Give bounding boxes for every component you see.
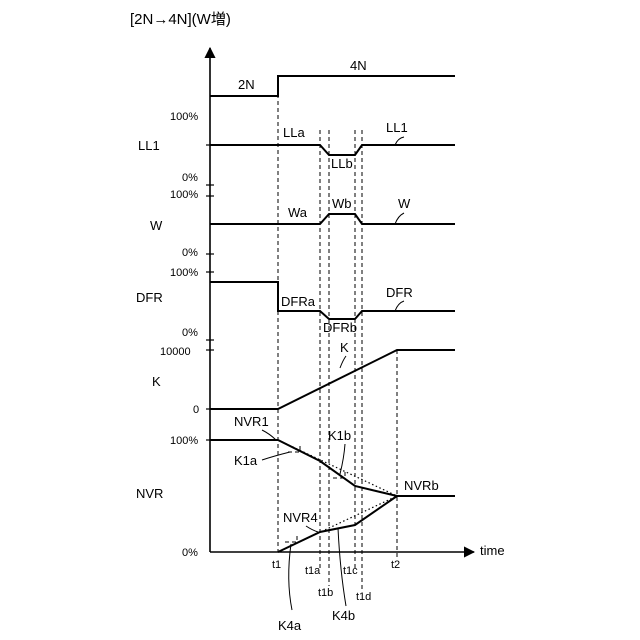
diagram-title: [2N→4N](W増): [130, 11, 231, 28]
row-dfr: 100% 0% DFR DFRa DFRb DFR: [136, 267, 455, 340]
mode-row: 2N 4N: [210, 58, 455, 96]
k4a-label: K4a: [278, 618, 302, 633]
k1b-label: K1b: [328, 428, 351, 443]
k1b-leader: [340, 444, 345, 474]
w-curve-label: W: [398, 196, 411, 211]
w-bottom-tick: 0%: [182, 247, 198, 259]
k-signal: [210, 350, 455, 409]
k-top-tick: 10000: [160, 346, 191, 358]
dfr-label-b: DFRb: [323, 320, 357, 335]
t1-label: t1: [272, 559, 281, 571]
w-label-b: Wb: [332, 196, 352, 211]
w-leader: [395, 213, 404, 224]
k4a-leader: [289, 544, 292, 610]
ll1-row-name: LL1: [138, 138, 160, 153]
dfr-label-a: DFRa: [281, 294, 316, 309]
w-label-a: Wa: [288, 205, 308, 220]
dfr-leader: [395, 301, 404, 311]
w-signal: [210, 214, 455, 224]
time-axis-label: time: [480, 543, 505, 558]
time-labels: t1 t1a t1b t1c t1d t2: [272, 559, 400, 603]
k-curve-label: K: [340, 340, 349, 355]
nvr-top-tick: 100%: [170, 435, 198, 447]
t1a-label: t1a: [305, 565, 321, 577]
bottom-labels: K4a K4b: [278, 528, 355, 633]
dfr-row-name: DFR: [136, 290, 163, 305]
t1b-label: t1b: [318, 587, 333, 599]
ll1-label-b: LLb: [331, 156, 353, 171]
nvr1-label: NVR1: [234, 414, 269, 429]
w-row-name: W: [150, 218, 163, 233]
nvr-row-name: NVR: [136, 486, 163, 501]
nvr1-leader: [262, 430, 276, 440]
k4b-label: K4b: [332, 608, 355, 623]
k1a-label: K1a: [234, 453, 258, 468]
t1d-label: t1d: [356, 591, 371, 603]
t2-label: t2: [391, 559, 400, 571]
w-top-tick: 100%: [170, 189, 198, 201]
row-w: 100% 0% W Wa Wb W: [150, 189, 455, 259]
ll1-curve-label: LL1: [386, 120, 408, 135]
k-row-name: K: [152, 374, 161, 389]
row-nvr: 100% 0% NVR NVR1 K1a K1b NVRb NVR4: [136, 414, 455, 559]
row-k: 10000 0 K K: [152, 340, 455, 416]
nvrb-label: NVRb: [404, 478, 439, 493]
dfr-bottom-tick: 0%: [182, 327, 198, 339]
t1c-label: t1c: [343, 565, 358, 577]
k4a-hint: [285, 536, 297, 542]
mode-before-label: 2N: [238, 77, 255, 92]
k-leader: [340, 356, 346, 368]
nvr4-label: NVR4: [283, 510, 318, 525]
dfr-curve-label: DFR: [386, 285, 413, 300]
dfr-top-tick: 100%: [170, 267, 198, 279]
ll1-signal: [210, 145, 455, 155]
row-ll1: 100% 0% LL1 LLa LLb LL1: [138, 111, 455, 185]
ll1-label-a: LLa: [283, 125, 305, 140]
ll1-bottom-tick: 0%: [182, 172, 198, 184]
nvr4-leader: [306, 526, 318, 532]
k-bottom-tick: 0: [193, 404, 199, 416]
mode-after-label: 4N: [350, 58, 367, 73]
ll1-leader: [395, 137, 404, 145]
ll1-top-tick: 100%: [170, 111, 198, 123]
nvr-bottom-tick: 0%: [182, 547, 198, 559]
k1a-leader: [262, 452, 290, 460]
dfr-signal: [210, 282, 455, 319]
